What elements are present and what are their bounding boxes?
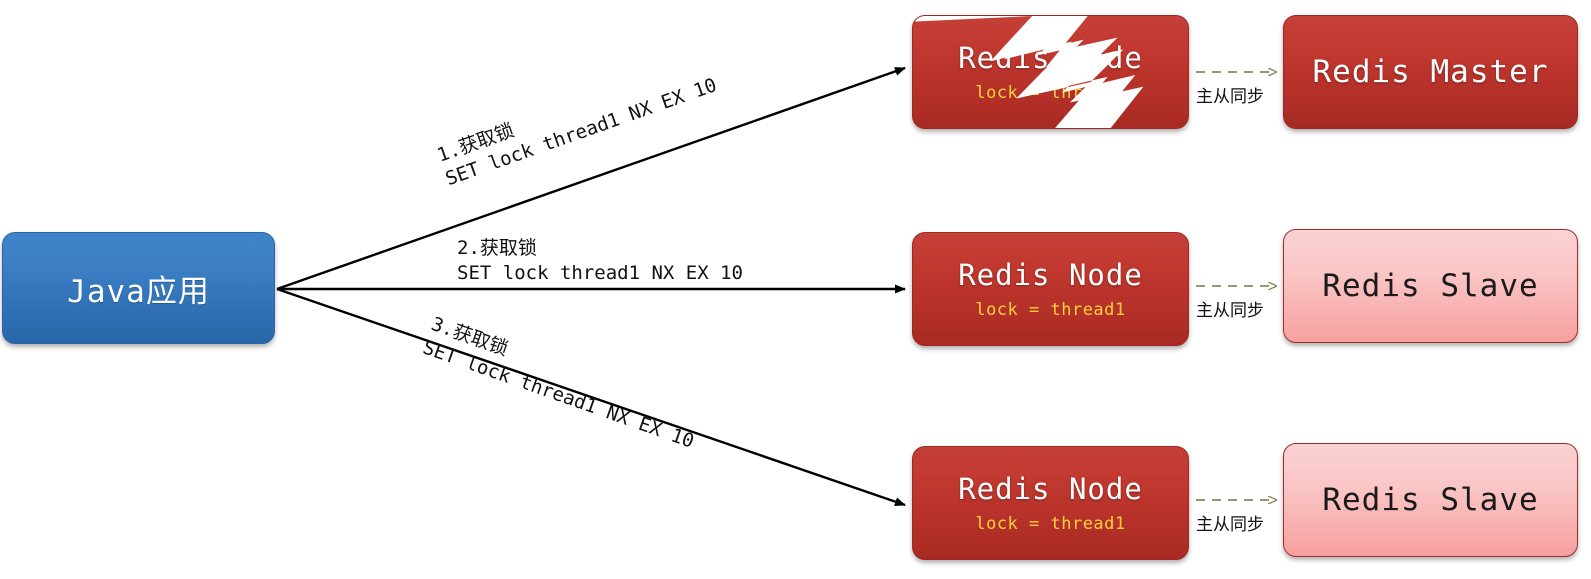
redis-node-3[interactable]: Redis Node lock = thread1 (912, 446, 1189, 560)
sync-label-1: 主从同步 (1196, 87, 1264, 107)
redis-node-2-lock-state: lock = thread1 (975, 300, 1126, 320)
sync-label-2: 主从同步 (1196, 301, 1264, 321)
redis-node-1[interactable]: Redis Node lock = thread1 (912, 15, 1189, 129)
request-label-1-line2: SET lock thread1 NX EX 10 (442, 74, 720, 191)
request-label-3-line2: SET lock thread1 NX EX 10 (419, 336, 697, 453)
redis-node-2-title: Redis Node (958, 258, 1143, 292)
redis-slave-2-label: Redis Slave (1322, 482, 1539, 518)
redis-slave-node-2[interactable]: Redis Slave (1283, 443, 1578, 557)
java-application-node[interactable]: Java应用 (2, 232, 275, 344)
request-label-1: 1.获取锁 SET lock thread1 NX EX 10 (434, 50, 720, 193)
request-label-3-line1: 3.获取锁 (428, 312, 511, 361)
redis-node-3-lock-state: lock = thread1 (975, 514, 1126, 534)
request-label-3: 3.获取锁 SET lock thread1 NX EX 10 (419, 312, 705, 455)
redis-node-3-title: Redis Node (958, 472, 1143, 506)
redis-node-1-lock-state: lock = thread1 (975, 83, 1126, 103)
redis-node-1-title: Redis Node (958, 41, 1143, 75)
redis-node-2[interactable]: Redis Node lock = thread1 (912, 232, 1189, 346)
request-label-2: 2.获取锁 SET lock thread1 NX EX 10 (457, 236, 743, 286)
request-arrow-1 (276, 66, 906, 291)
redis-master-node[interactable]: Redis Master (1283, 15, 1578, 129)
request-label-2-line1: 2.获取锁 (457, 237, 537, 259)
redis-slave-1-label: Redis Slave (1322, 268, 1539, 304)
request-label-1-line1: 1.获取锁 (434, 119, 517, 167)
sync-label-3: 主从同步 (1196, 515, 1264, 535)
request-label-2-line2: SET lock thread1 NX EX 10 (457, 262, 743, 285)
request-arrow-3 (276, 287, 906, 507)
redis-slave-node-1[interactable]: Redis Slave (1283, 229, 1578, 343)
java-application-label: Java应用 (67, 273, 210, 310)
redis-master-label: Redis Master (1312, 54, 1549, 90)
